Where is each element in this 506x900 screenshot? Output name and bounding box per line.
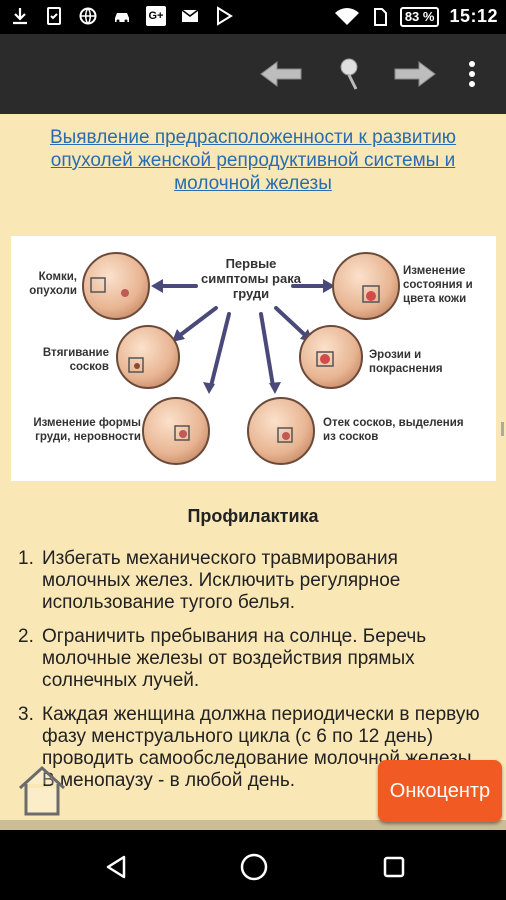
clipboard-check-icon <box>47 7 61 25</box>
google-plus-icon: G+ <box>146 6 166 26</box>
article-content[interactable]: Выявление предрасположенности к развитию… <box>0 114 506 830</box>
battery-indicator: 83 % <box>399 6 440 27</box>
back-page-button[interactable] <box>258 52 304 96</box>
label-lumps: Комки, опухоли <box>29 271 77 297</box>
back-triangle-icon <box>106 855 126 879</box>
play-store-icon <box>217 6 233 26</box>
nav-back-button[interactable] <box>96 850 136 884</box>
wifi-icon <box>334 7 359 25</box>
label-skin: Изменение состояния и цвета кожи <box>403 265 473 305</box>
content-bottom-strip <box>0 820 506 830</box>
system-nav-bar <box>0 830 506 900</box>
pin-icon <box>340 58 358 90</box>
recents-square-icon <box>383 856 405 878</box>
arrow-right-icon <box>394 61 436 87</box>
overflow-menu-button[interactable] <box>452 52 492 96</box>
symptoms-illustration <box>82 252 400 465</box>
arrow-left-icon <box>260 61 302 87</box>
house-icon <box>18 765 66 816</box>
label-shape: Изменение формы груди, неровности <box>33 417 141 443</box>
more-vertical-icon <box>469 61 475 87</box>
bookmark-button[interactable] <box>326 52 372 96</box>
forward-page-button[interactable] <box>392 52 438 96</box>
scrollbar[interactable] <box>501 422 504 436</box>
envelope-icon <box>181 9 199 22</box>
sim-icon <box>373 7 387 26</box>
clock: 15:12 <box>449 6 498 26</box>
download-icon <box>13 8 27 25</box>
status-bar: G+ 83 % 15:12 <box>0 0 506 34</box>
prevention-list: 1.Избегать механического травмирования м… <box>18 548 488 804</box>
globe-icon <box>79 7 97 25</box>
nav-home-button[interactable] <box>234 850 274 884</box>
list-item: 3.Каждая женщина должна периодически в п… <box>18 704 480 791</box>
app-toolbar <box>0 34 506 114</box>
label-erosion: Эрозии и покраснения <box>369 349 443 375</box>
section-heading: Профилактика <box>187 506 319 526</box>
oncocenter-button[interactable]: Онкоцентр <box>378 760 502 822</box>
article-title-link[interactable]: Выявление предрасположенности к развитию… <box>49 127 457 194</box>
label-retraction: Втягивание сосков <box>42 347 109 373</box>
home-button[interactable] <box>16 762 68 818</box>
list-item: 1.Избегать механического травмирования м… <box>18 548 401 613</box>
symptoms-figure: Первые симптомы рака груди Комки, опухол… <box>11 236 496 481</box>
list-item: 2.Ограничить пребывания на солнце. Береч… <box>18 626 427 691</box>
car-icon <box>115 13 129 23</box>
home-circle-icon <box>240 853 268 881</box>
label-swelling: Отек сосков, выделения из сосков <box>323 417 464 443</box>
nav-recents-button[interactable] <box>374 850 414 884</box>
figure-center-label: Первые симптомы рака груди <box>201 256 301 301</box>
